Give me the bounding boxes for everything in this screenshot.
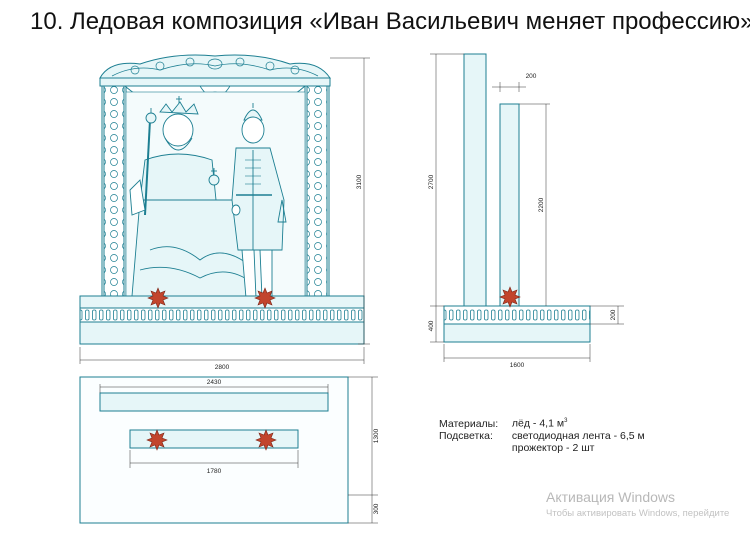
materials-value: лёд - 4,1 м (511, 417, 565, 430)
front-projector-lamps (147, 287, 276, 309)
tsar-figure (129, 96, 251, 297)
side-elevation (443, 53, 591, 343)
lighting-row: Подсветка: светодиодная лента - 6,5 м (439, 430, 645, 442)
dim-side-top: 200 (526, 73, 537, 80)
materials-label: Материалы: (439, 417, 499, 430)
lighting-row-2: прожектор - 2 шт (439, 442, 645, 454)
dim-side-base-left: 400 (428, 320, 435, 331)
dim-side-base-right: 200 (610, 309, 617, 320)
boyar-figure (231, 103, 287, 299)
dim-plan-bottom: 1780 (207, 468, 222, 475)
materials-unit-sup: 3 (564, 418, 568, 424)
materials-row: Материалы: лёд - 4,1 м3 (439, 415, 645, 430)
side-projector-lamp (499, 286, 521, 308)
dim-plan-top: 2430 (207, 379, 222, 386)
page-title: 10. Ледовая композиция «Иван Васильевич … (30, 8, 750, 35)
specifications-legend: Материалы: лёд - 4,1 м3 Подсветка: свето… (439, 415, 645, 454)
dim-plan-depth: 1300 (373, 428, 380, 443)
front-dimensions (79, 57, 370, 364)
dim-side-inner: 2200 (538, 197, 545, 212)
windows-activation-title: Активация Windows (546, 489, 676, 505)
windows-activation-subtitle: Чтобы активировать Windows, перейдите (546, 508, 730, 519)
lighting-label: Подсветка: (439, 429, 493, 442)
dim-front-width: 2800 (215, 364, 230, 371)
lighting-value-1: светодиодная лента - 6,5 м (511, 429, 645, 442)
side-dimensions (430, 53, 624, 362)
plan-lamps (146, 429, 277, 451)
front-elevation (79, 54, 365, 345)
lighting-value-2: прожектор - 2 шт (511, 441, 595, 454)
dim-front-height: 3100 (356, 174, 363, 189)
plan-view (79, 376, 349, 524)
dim-side-height: 2700 (428, 174, 435, 189)
dim-plan-extra: 300 (373, 503, 380, 514)
plan-dimensions (99, 376, 378, 524)
dim-side-width: 1600 (510, 362, 525, 369)
